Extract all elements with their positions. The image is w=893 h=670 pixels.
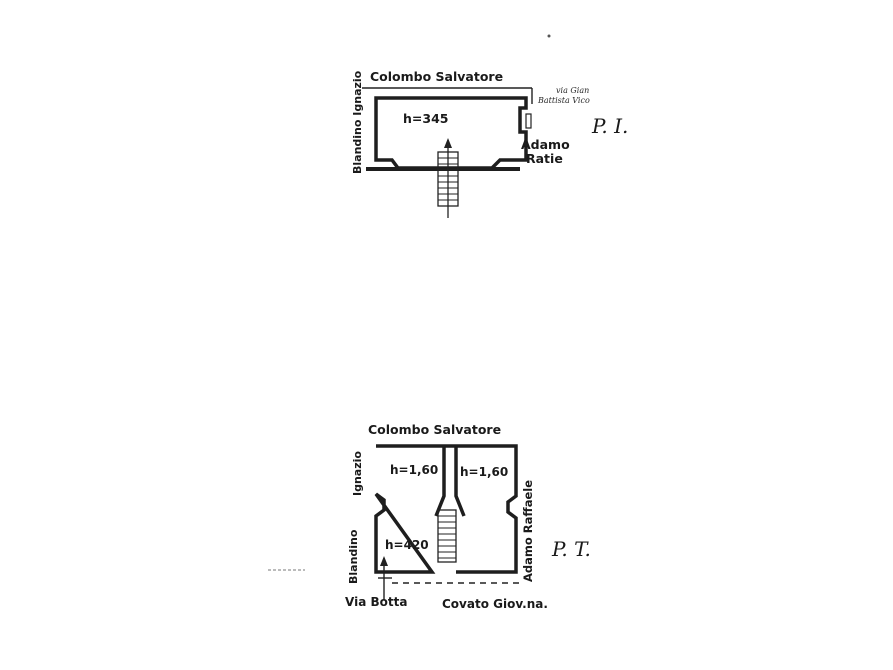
ground-outer-walls [374, 444, 518, 574]
upper-street-note-2: Battista Vico [537, 96, 590, 105]
ground-room-left-height: h=1,60 [390, 463, 438, 477]
ground-neighbor-top: Colombo Salvatore [368, 422, 501, 437]
scan-speck [547, 34, 551, 38]
upper-neighbor-right-2: Ratie [526, 151, 563, 166]
upper-neighbor-top: Colombo Salvatore [370, 69, 503, 84]
ground-right-partition [454, 446, 466, 517]
upper-window [525, 113, 532, 129]
upper-room-height: h=345 [403, 111, 448, 126]
upper-floor-label: P. I. [591, 114, 628, 138]
ground-room-right-height: h=1,60 [460, 465, 508, 479]
upper-stair [437, 138, 459, 218]
ground-neighbor-bottom: Covato Giov.na. [442, 597, 548, 611]
upper-neighbor-left: Blandino Ignazio [351, 70, 364, 174]
upper-room-walls [374, 96, 528, 170]
ground-stair [437, 509, 457, 563]
ground-room-main-height: h=420 [385, 538, 429, 552]
ground-floor-label: P. T. [551, 537, 591, 561]
ground-floor-plan: Colombo Salvatore Ignazio Blandino Adamo… [345, 422, 591, 611]
ground-neighbor-right: Adamo Raffaele [521, 480, 535, 582]
upper-floor-plan: Colombo Salvatore Blandino Ignazio h=345… [351, 69, 628, 218]
ground-left-partition [434, 446, 446, 517]
upper-neighbor-right-1: Adamo [521, 137, 570, 152]
ground-street-left: Via Botta [345, 595, 407, 609]
ground-neighbor-left-top: Ignazio [351, 451, 364, 496]
ground-neighbor-left-bottom: Blandino [347, 529, 360, 584]
ground-entrance-arrow [378, 556, 392, 600]
upper-street-note-1: via Gian [556, 86, 589, 95]
